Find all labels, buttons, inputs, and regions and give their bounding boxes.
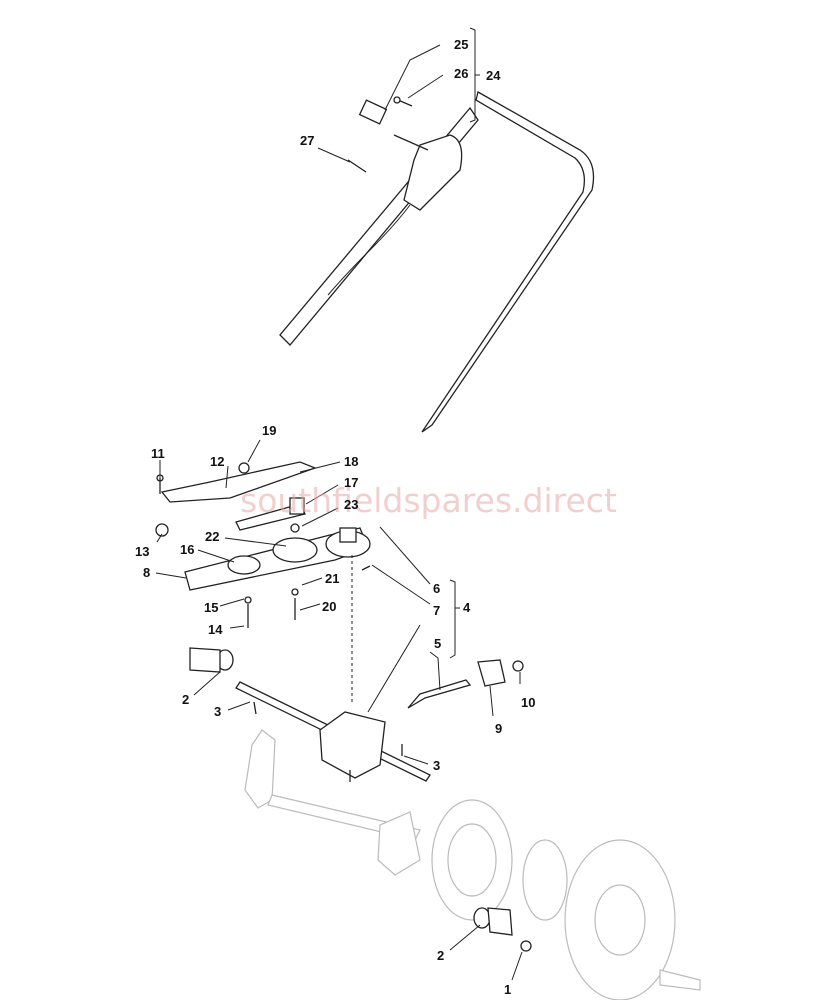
callout-25: 25: [454, 37, 468, 52]
wheel-assembly-ghost: [244, 729, 701, 1000]
callout-18: 18: [344, 454, 358, 469]
callout-7: 7: [433, 603, 440, 618]
callout-11: 11: [151, 446, 165, 461]
callout-17: 17: [344, 475, 358, 490]
callout-2b: 2: [437, 948, 444, 963]
callout-10: 10: [521, 695, 535, 710]
axle-gearbox: [189, 555, 524, 782]
callout-3b: 3: [433, 758, 440, 773]
callout-6: 6: [433, 581, 440, 596]
callout-4: 4: [463, 600, 471, 615]
callout-8: 8: [143, 565, 150, 580]
callout-13: 13: [135, 544, 149, 559]
callout-27: 27: [300, 133, 314, 148]
callout-20: 20: [322, 599, 336, 614]
drive-lever-assembly: [327, 96, 463, 296]
callout-2: 2: [182, 692, 189, 707]
callout-9: 9: [495, 721, 502, 736]
callout-1: 1: [504, 982, 511, 997]
callout-22: 22: [205, 529, 219, 544]
callout-14: 14: [208, 622, 223, 637]
callout-3: 3: [214, 704, 221, 719]
leader-lines: [155, 27, 523, 981]
callout-12: 12: [210, 454, 224, 469]
callout-23: 23: [344, 497, 358, 512]
link-plate: [155, 461, 317, 537]
callout-5: 5: [434, 636, 441, 651]
callout-15: 15: [204, 600, 218, 615]
drive-belt-pulleys: [184, 527, 371, 628]
callout-16: 16: [180, 542, 194, 557]
callout-26: 26: [454, 66, 468, 81]
watermark-text: southfieldspares.direct: [240, 481, 617, 520]
callout-labels: 25 26 24 27 19 11 12 18 17 23 13 22 16 8…: [135, 37, 535, 997]
callout-24: 24: [486, 68, 501, 83]
callout-19: 19: [262, 423, 276, 438]
callout-21: 21: [325, 571, 339, 586]
